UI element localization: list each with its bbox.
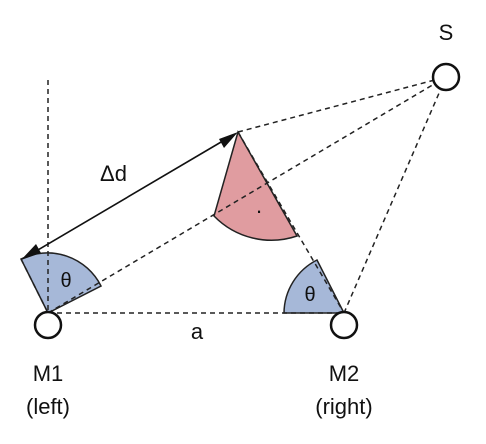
perpendicular-line bbox=[237, 131, 345, 314]
mic-right-node bbox=[329, 310, 359, 340]
extension-line-left bbox=[20, 258, 49, 314]
path-difference-label: Δd bbox=[100, 161, 127, 186]
ray-perp-to-source bbox=[237, 76, 447, 133]
spacing-label: a bbox=[191, 319, 204, 344]
source-node bbox=[431, 62, 461, 92]
angle-label-right: θ bbox=[304, 284, 315, 306]
ray-m2-to-source bbox=[343, 76, 447, 314]
path-difference-arrow bbox=[25, 134, 234, 258]
right-angle-wedge bbox=[213, 130, 299, 241]
angle-label-left: θ bbox=[60, 270, 71, 292]
right-angle-dot: · bbox=[255, 198, 262, 223]
mic-right-label: M2 bbox=[329, 361, 360, 386]
mic-left-label: M1 bbox=[33, 361, 64, 386]
angle-wedge-right bbox=[283, 258, 346, 314]
mic-right-sublabel: (right) bbox=[315, 394, 372, 419]
mic-left-sublabel: (left) bbox=[26, 394, 70, 419]
arrowhead-lower-icon bbox=[21, 244, 41, 260]
mic-left-node bbox=[33, 310, 63, 340]
arrowhead-upper-icon bbox=[219, 132, 238, 148]
source-label: S bbox=[439, 20, 454, 45]
